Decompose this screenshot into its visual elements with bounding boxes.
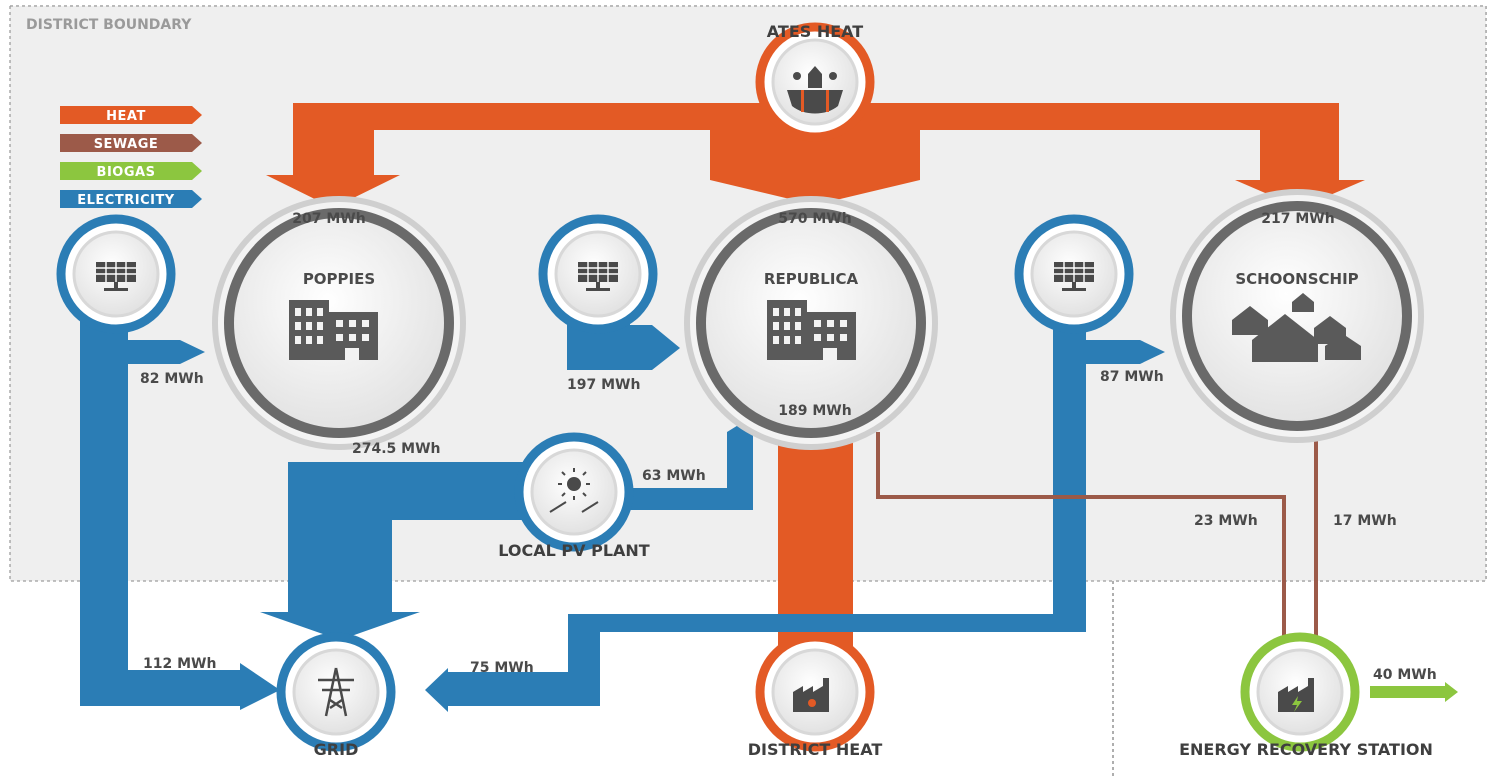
- flow-label-pv-poppies: 82 MWh: [140, 371, 204, 387]
- biogas-flow: [1370, 682, 1458, 702]
- pv-poppies-flow: [80, 300, 280, 710]
- node-ates-heat: [755, 22, 875, 142]
- flow-label-pv-plant-republica: 63 MWh: [642, 468, 706, 484]
- sewage-flows: [876, 432, 1318, 640]
- schoonschip-title: SCHOONSCHIP: [1235, 270, 1358, 288]
- node-republica: REPUBLICA: [684, 196, 938, 450]
- legend-label-electricity: ELECTRICITY: [77, 193, 175, 208]
- building-icon: [767, 300, 856, 360]
- legend: HEAT SEWAGE BIOGAS ELECTRICITY: [60, 106, 202, 208]
- node-schoonschip: SCHOONSCHIP: [1170, 189, 1424, 443]
- poppies-title: POPPIES: [303, 270, 375, 288]
- factory-icon: [793, 678, 829, 712]
- node-pv-schoonschip: [1014, 214, 1134, 334]
- energy-recovery-label: ENERGY RECOVERY STATION: [1179, 740, 1433, 759]
- flow-label-pv-plant-grid: 274.5 MWh: [352, 441, 441, 457]
- node-poppies: POPPIES: [212, 196, 466, 450]
- node-grid: [276, 632, 396, 752]
- ates-icon: [787, 66, 843, 114]
- factory-bolt-icon: [1278, 678, 1314, 712]
- houses-icon: [1232, 293, 1361, 362]
- legend-item-biogas: BIOGAS: [60, 162, 202, 180]
- sun-panels-icon: [549, 468, 599, 513]
- solar-panel-icon: [96, 262, 136, 291]
- republica-title: REPUBLICA: [764, 270, 859, 288]
- flow-label-poppies-grid: 112 MWh: [143, 656, 216, 672]
- ates-heat-label: ATES HEAT: [767, 22, 864, 41]
- sewage-republica-line: [876, 432, 1286, 640]
- legend-item-electricity: ELECTRICITY: [60, 190, 202, 208]
- pv-schoonschip-flow: [425, 300, 1165, 712]
- heat-band-top: [293, 103, 1339, 163]
- solar-panel-icon: [578, 262, 618, 291]
- district-heat-label: DISTRICT HEAT: [748, 740, 883, 759]
- flow-label-heat-republica: 570 MWh: [778, 211, 851, 227]
- flow-label-sewage-schoonschip: 17 MWh: [1333, 513, 1397, 529]
- node-local-pv-plant: [514, 432, 634, 552]
- legend-label-sewage: SEWAGE: [94, 137, 159, 152]
- flow-label-sewage-republica: 23 MWh: [1194, 513, 1258, 529]
- boundary-label: DISTRICT BOUNDARY: [26, 17, 192, 33]
- heat-arrow-republica: [710, 110, 920, 205]
- legend-label-heat: HEAT: [106, 109, 146, 124]
- pv-plant-to-republica-flow: [615, 424, 753, 510]
- building-icon: [289, 300, 378, 360]
- flow-label-district-heat: 189 MWh: [778, 403, 851, 419]
- flow-label-schoonschip-grid: 75 MWh: [470, 660, 534, 676]
- solar-panel-icon: [1054, 262, 1094, 291]
- flow-label-heat-schoonschip: 217 MWh: [1261, 211, 1334, 227]
- pv-plant-to-grid-flow: [260, 462, 530, 640]
- node-district-heat: [755, 632, 875, 752]
- flow-label-pv-schoonschip: 87 MWh: [1100, 369, 1164, 385]
- grid-label: GRID: [314, 740, 359, 759]
- power-tower-icon: [318, 667, 354, 717]
- legend-item-heat: HEAT: [60, 106, 202, 124]
- node-pv-republica: [538, 214, 658, 334]
- flow-label-pv-republica: 197 MWh: [567, 377, 640, 393]
- flow-labels: 207 MWh 570 MWh 217 MWh 82 MWh 197 MWh 8…: [140, 211, 1437, 683]
- legend-label-biogas: BIOGAS: [97, 165, 156, 180]
- node-energy-recovery: [1240, 632, 1360, 752]
- flow-label-biogas: 40 MWh: [1373, 667, 1437, 683]
- local-pv-plant-label: LOCAL PV PLANT: [498, 541, 649, 560]
- flow-label-heat-poppies: 207 MWh: [292, 211, 365, 227]
- legend-item-sewage: SEWAGE: [60, 134, 202, 152]
- biogas-arrow: [1370, 682, 1458, 702]
- node-pv-poppies: [56, 214, 176, 334]
- heat-arrow-poppies: [266, 150, 400, 208]
